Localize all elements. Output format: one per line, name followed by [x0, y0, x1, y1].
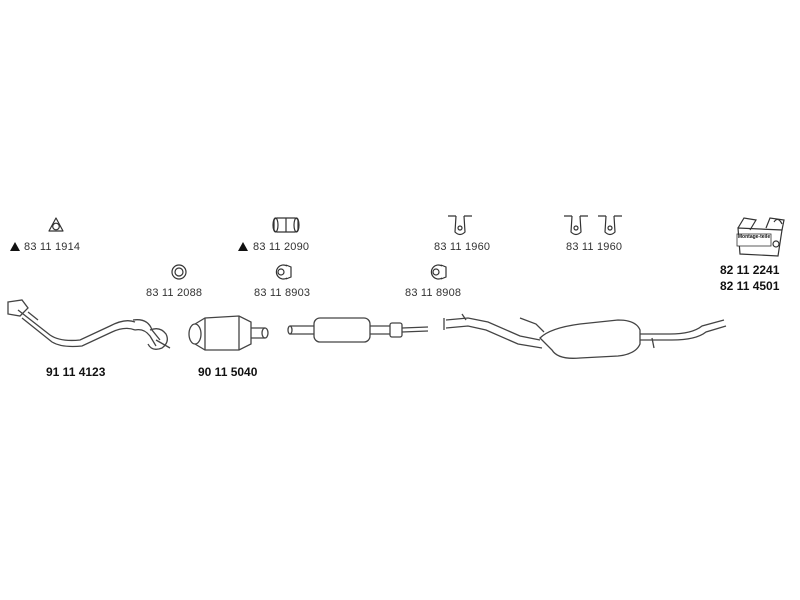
- catalytic-converter-illustration: [188, 315, 269, 351]
- part-label-83112090: 83 11 2090: [253, 241, 310, 253]
- part-label-83111914: 83 11 1914: [24, 241, 81, 253]
- hanger-icon: [448, 215, 472, 236]
- part-label-83111960-b: 83 11 1960: [566, 241, 623, 253]
- catalyst-part-number: 90 11 5040: [198, 365, 258, 379]
- clamp-icon: [275, 264, 292, 280]
- kit-part-number-a: 82 11 2241: [720, 263, 780, 277]
- warning-icon: [10, 242, 20, 251]
- rear-silencer-illustration: [443, 313, 727, 359]
- mounting-kit-icon: [736, 217, 785, 257]
- kit-box-label: Montage-teile: [737, 234, 771, 240]
- part-label-83112088: 83 11 2088: [146, 287, 203, 299]
- part-label-83118908: 83 11 8908: [405, 287, 462, 299]
- hanger-icon: [564, 215, 588, 236]
- gasket-icon: [48, 217, 64, 232]
- part-label-83111960-a: 83 11 1960: [434, 241, 491, 253]
- clamp-icon: [430, 264, 447, 280]
- front-pipe-illustration: [7, 299, 171, 350]
- clamp-icon: [272, 217, 300, 233]
- kit-part-number-b: 82 11 4501: [720, 279, 780, 293]
- warning-icon: [238, 242, 248, 251]
- part-label-83118903: 83 11 8903: [254, 287, 311, 299]
- middle-silencer-illustration: [287, 317, 429, 343]
- front-pipe-part-number: 91 11 4123: [46, 365, 106, 379]
- hanger-icon: [598, 215, 622, 236]
- ring-icon: [171, 264, 187, 280]
